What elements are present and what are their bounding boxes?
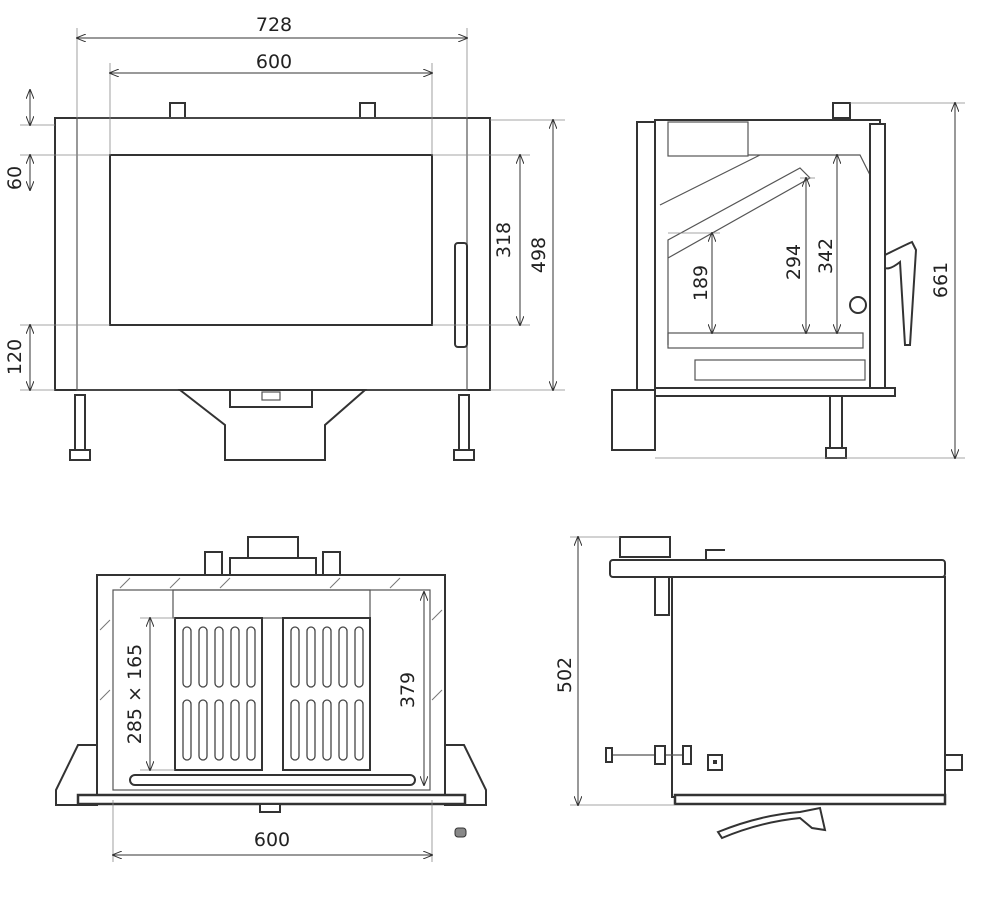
dim-728: 728 bbox=[256, 14, 292, 36]
dim-600-glass: 600 bbox=[256, 51, 292, 73]
dim-498: 498 bbox=[528, 237, 550, 273]
dim-318: 318 bbox=[493, 222, 515, 258]
dim-189: 189 bbox=[690, 265, 712, 301]
adjuster-nut bbox=[454, 827, 467, 838]
side-view: 189 294 342 661 bbox=[611, 102, 965, 459]
side-handle bbox=[884, 240, 918, 346]
glass-door bbox=[109, 154, 433, 326]
dim-502: 502 bbox=[554, 657, 576, 693]
grate-slots bbox=[182, 626, 364, 761]
front-view: 728 600 60 120 318 498 bbox=[4, 14, 565, 461]
dim-600-base: 600 bbox=[254, 829, 290, 851]
top-view: 285 × 165 379 600 bbox=[55, 536, 487, 862]
dim-661: 661 bbox=[930, 262, 952, 298]
dim-379: 379 bbox=[397, 672, 419, 708]
dim-60: 60 bbox=[4, 166, 26, 190]
side-view-bottom: 502 bbox=[554, 536, 963, 840]
dim-grate-size: 285 × 165 bbox=[124, 644, 146, 745]
dim-120: 120 bbox=[4, 339, 26, 375]
door-handle bbox=[454, 242, 468, 348]
handle-tool bbox=[716, 806, 827, 840]
dim-342: 342 bbox=[815, 238, 837, 274]
dim-294: 294 bbox=[783, 244, 805, 280]
